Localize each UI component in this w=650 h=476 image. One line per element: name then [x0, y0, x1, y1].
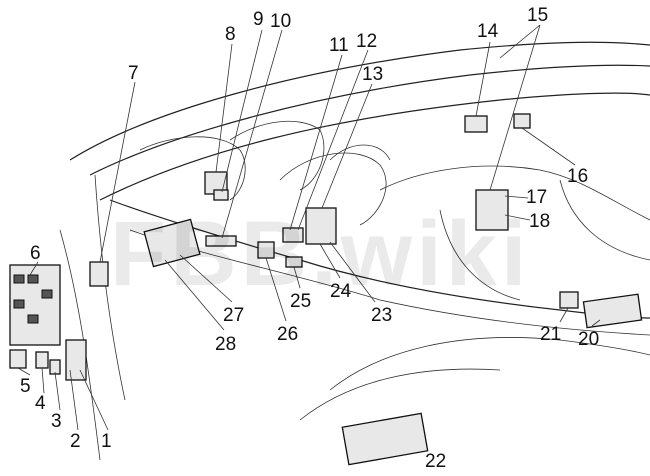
- callout-7: 7: [128, 63, 139, 84]
- callout-15: 15: [527, 5, 548, 26]
- relay-21: [559, 291, 579, 309]
- callout-24: 24: [330, 281, 352, 302]
- callout-26: 26: [277, 324, 298, 345]
- relay-7: [89, 261, 109, 287]
- callout-25: 25: [290, 291, 311, 312]
- callout-18: 18: [529, 211, 550, 232]
- callout-12: 12: [356, 31, 377, 52]
- relay-16: [513, 113, 531, 129]
- unit-22: [341, 412, 429, 466]
- unit-20: [582, 293, 643, 329]
- callout-10: 10: [270, 11, 291, 32]
- callout-23: 23: [371, 305, 392, 326]
- callout-4: 4: [35, 393, 46, 414]
- callout-14: 14: [477, 21, 499, 42]
- callout-13: 13: [362, 64, 383, 85]
- unit-13: [305, 207, 337, 245]
- relay-14: [464, 115, 488, 133]
- callout-21: 21: [540, 324, 561, 345]
- relay-11-12: [282, 227, 304, 243]
- relay-4: [35, 351, 49, 369]
- callout-6: 6: [30, 243, 41, 264]
- relay-block-1: [65, 339, 87, 381]
- callout-28: 28: [215, 334, 236, 355]
- callout-9: 9: [253, 9, 264, 30]
- callout-8: 8: [225, 24, 236, 45]
- callout-2: 2: [70, 431, 81, 452]
- callout-labels: 1 2 3 4 5 6 7 8 9 10 11 12 13 14 15 16 1…: [20, 5, 599, 472]
- unit-17-18: [475, 189, 509, 231]
- callout-5: 5: [20, 376, 31, 397]
- callout-22: 22: [425, 451, 446, 472]
- callout-17: 17: [526, 187, 547, 208]
- callout-1: 1: [101, 431, 112, 452]
- callout-20: 20: [578, 329, 599, 350]
- callout-3: 3: [51, 411, 62, 432]
- leader-lines: [17, 24, 601, 431]
- relay-5: [9, 349, 27, 369]
- windshield-edge: [69, 41, 650, 161]
- callout-16: 16: [567, 166, 588, 187]
- watermark: FBB.wiki: [110, 203, 530, 305]
- connector-10: [205, 235, 237, 247]
- control-unit-27: [143, 218, 201, 268]
- callout-11: 11: [329, 35, 349, 56]
- callout-27: 27: [223, 305, 244, 326]
